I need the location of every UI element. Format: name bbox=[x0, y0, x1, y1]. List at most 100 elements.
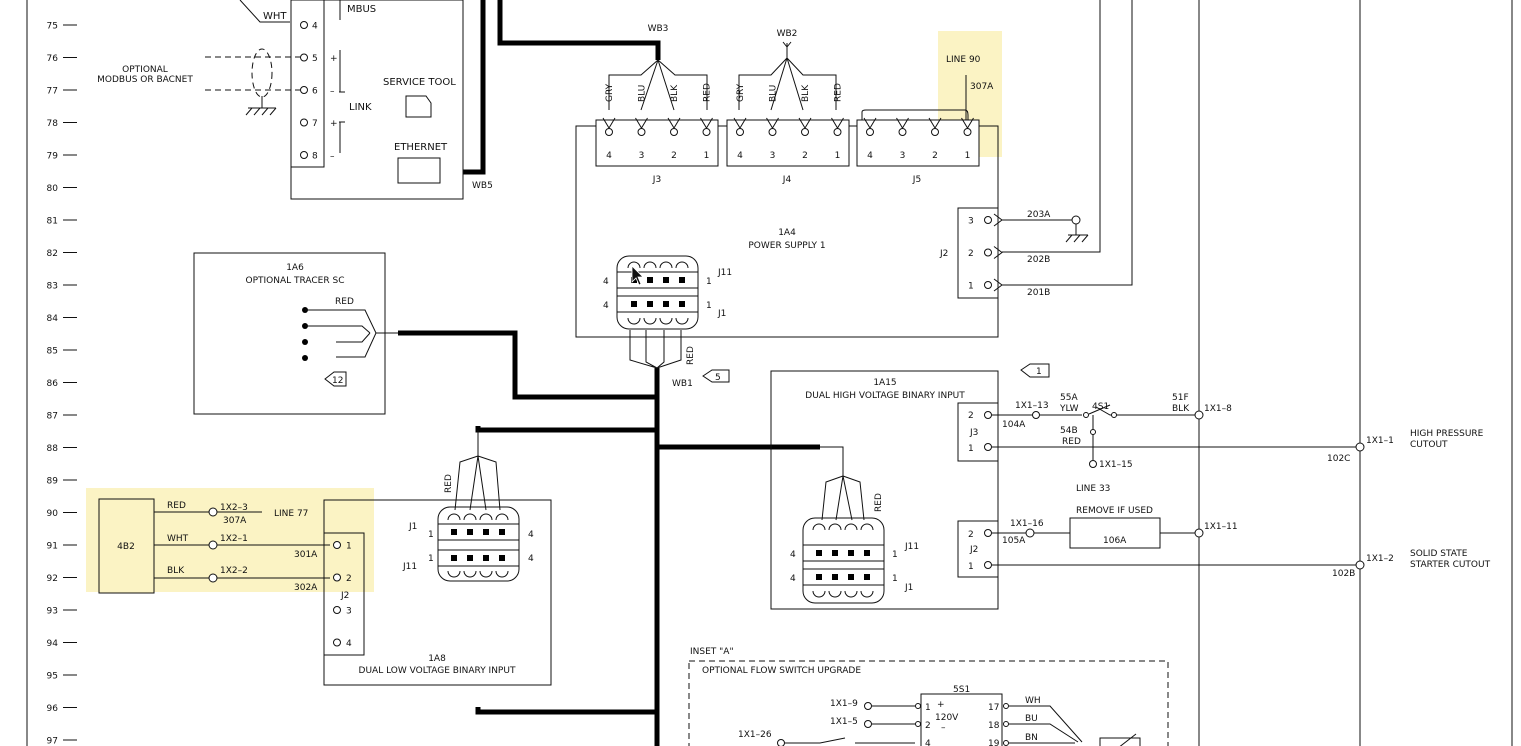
comm-pin-label: 7 bbox=[312, 119, 318, 129]
ps-plug-pin bbox=[679, 277, 685, 283]
wb5-label: WB5 bbox=[472, 181, 493, 191]
inset-bu: BU bbox=[1025, 714, 1038, 724]
comm-pin bbox=[300, 118, 308, 127]
comm-pin-label: 5 bbox=[312, 54, 318, 64]
wire-106a: 106A bbox=[1103, 536, 1127, 546]
lv-plug-arc bbox=[495, 513, 509, 521]
lv-plug-pin bbox=[467, 555, 473, 561]
lv-j11-label: J11 bbox=[402, 562, 417, 572]
inset-a: INSET "A" OPTIONAL FLOW SWITCH UPGRADE 5… bbox=[688, 647, 1169, 746]
hv-plug-pin bbox=[832, 550, 838, 556]
line-number: 83 bbox=[47, 282, 58, 292]
hv-plug-pin bbox=[816, 574, 822, 580]
line-number: 86 bbox=[47, 379, 59, 389]
ps-j1-label: J1 bbox=[717, 309, 726, 319]
lv-plug-arc bbox=[447, 570, 461, 578]
hv-plug-arc bbox=[860, 523, 874, 531]
ps-name: POWER SUPPLY 1 bbox=[748, 241, 825, 251]
line-number: 77 bbox=[47, 87, 58, 97]
wire-307a-label: 307A bbox=[970, 82, 994, 92]
hv-id: 1A15 bbox=[873, 378, 896, 388]
ps-pin-label: 1 bbox=[965, 151, 971, 161]
wire-51f: 51F bbox=[1172, 393, 1189, 403]
lv-j2-label: J2 bbox=[340, 591, 349, 601]
ps-pin-label: 1 bbox=[835, 151, 841, 161]
inset-plus: + bbox=[937, 700, 945, 710]
tag-5: 5 bbox=[715, 373, 721, 383]
hv-j11-n1: 1 bbox=[892, 550, 898, 560]
hv-plug-pin bbox=[848, 574, 854, 580]
wire-104a: 104A bbox=[1002, 420, 1026, 430]
inset-wh: WH bbox=[1025, 696, 1041, 706]
ps-wire-color: GRY bbox=[605, 83, 615, 102]
comm-pin-sign: + bbox=[330, 54, 338, 64]
line-number: 97 bbox=[47, 737, 58, 746]
ps-j2-pin bbox=[984, 248, 992, 257]
sensor-line-77: LINE 77 bbox=[274, 509, 308, 519]
lv-j2-pin bbox=[333, 541, 341, 549]
hv-j2-label: J2 bbox=[969, 545, 978, 555]
ps-pin-label: 3 bbox=[770, 151, 776, 161]
ps-j11-n4: 4 bbox=[603, 277, 609, 287]
bus-wb5 bbox=[463, 0, 486, 175]
ps-pin-label: 2 bbox=[802, 151, 808, 161]
ps-j11-label: J11 bbox=[717, 268, 732, 278]
hv-j2-pin1: 1 bbox=[968, 562, 974, 572]
ps-pin-label: 3 bbox=[639, 151, 645, 161]
inset-p18: 18 bbox=[988, 721, 1000, 731]
mouse-cursor-icon bbox=[631, 265, 644, 286]
wb1-label: WB1 bbox=[672, 379, 693, 389]
ss-label-2: STARTER CUTOUT bbox=[1410, 560, 1491, 570]
lv-j1-label: J1 bbox=[408, 522, 417, 532]
ylw-label: YLW bbox=[1059, 404, 1079, 414]
lv-name: DUAL LOW VOLTAGE BINARY INPUT bbox=[359, 666, 516, 676]
comm-pin-label: 6 bbox=[312, 87, 318, 97]
line-33-label: LINE 33 bbox=[1076, 484, 1110, 494]
inset-p17: 17 bbox=[988, 703, 999, 713]
inset-pin2: 2 bbox=[925, 721, 931, 731]
ps-plug-arc bbox=[659, 317, 673, 325]
j4-label: J4 bbox=[782, 175, 792, 185]
ps-pin bbox=[801, 128, 809, 136]
comm-pin-label: 4 bbox=[312, 22, 318, 32]
lv-plug-arc bbox=[463, 513, 477, 521]
ps-pin bbox=[931, 128, 939, 136]
ps-plug-arc bbox=[643, 317, 657, 325]
hv-j11-label: J11 bbox=[904, 542, 919, 552]
lv-input-1a8: 1A8 DUAL LOW VOLTAGE BINARY INPUT RED J1… bbox=[323, 430, 552, 686]
hp-label-1: HIGH PRESSURE bbox=[1410, 429, 1484, 439]
tracer-name: OPTIONAL TRACER SC bbox=[246, 276, 345, 286]
comm-pin bbox=[300, 53, 308, 62]
inset-subtitle: OPTIONAL FLOW SWITCH UPGRADE bbox=[702, 666, 861, 676]
line-number: 92 bbox=[47, 574, 58, 584]
sensor-term-3: 1X2–2 bbox=[220, 566, 248, 576]
j5-label: J5 bbox=[912, 175, 921, 185]
wire-54b: 54B bbox=[1060, 426, 1078, 436]
hv-plug-pin bbox=[816, 550, 822, 556]
bus-tracer bbox=[398, 330, 657, 400]
wire-203a-label: 203A bbox=[1027, 210, 1051, 220]
sensor-4b2: 4B2 RED WHT BLK 1X2–3 1X2–1 1X2–2 307A L… bbox=[98, 498, 330, 594]
ps-pin-label: 3 bbox=[900, 151, 906, 161]
ps-plug-pin bbox=[647, 277, 653, 283]
ps-j2-pin-label: 2 bbox=[968, 249, 974, 259]
line-number: 91 bbox=[47, 542, 58, 552]
ps-plug-arc bbox=[675, 261, 689, 269]
inset-t1x1-9: 1X1–9 bbox=[830, 699, 858, 709]
ps-plug-arc bbox=[659, 261, 673, 269]
bus-bottom bbox=[475, 707, 657, 715]
line-number: 85 bbox=[47, 347, 58, 357]
ps-pin bbox=[963, 128, 972, 136]
lv-plug-arc bbox=[463, 570, 477, 578]
lv-j1-n4: 4 bbox=[528, 530, 534, 540]
lv-j2-pin-label: 3 bbox=[346, 607, 352, 617]
wb2-label: WB2 bbox=[777, 29, 798, 39]
link-label: LINK bbox=[349, 102, 372, 113]
comm-pin-label: 8 bbox=[312, 152, 318, 162]
comm-pin-sign: – bbox=[330, 87, 335, 97]
tag-1-flag bbox=[1020, 363, 1050, 378]
line-number: 81 bbox=[47, 217, 58, 227]
lv-j2-pin-label: 2 bbox=[346, 574, 352, 584]
sensor-wire-blk: BLK bbox=[167, 566, 185, 576]
